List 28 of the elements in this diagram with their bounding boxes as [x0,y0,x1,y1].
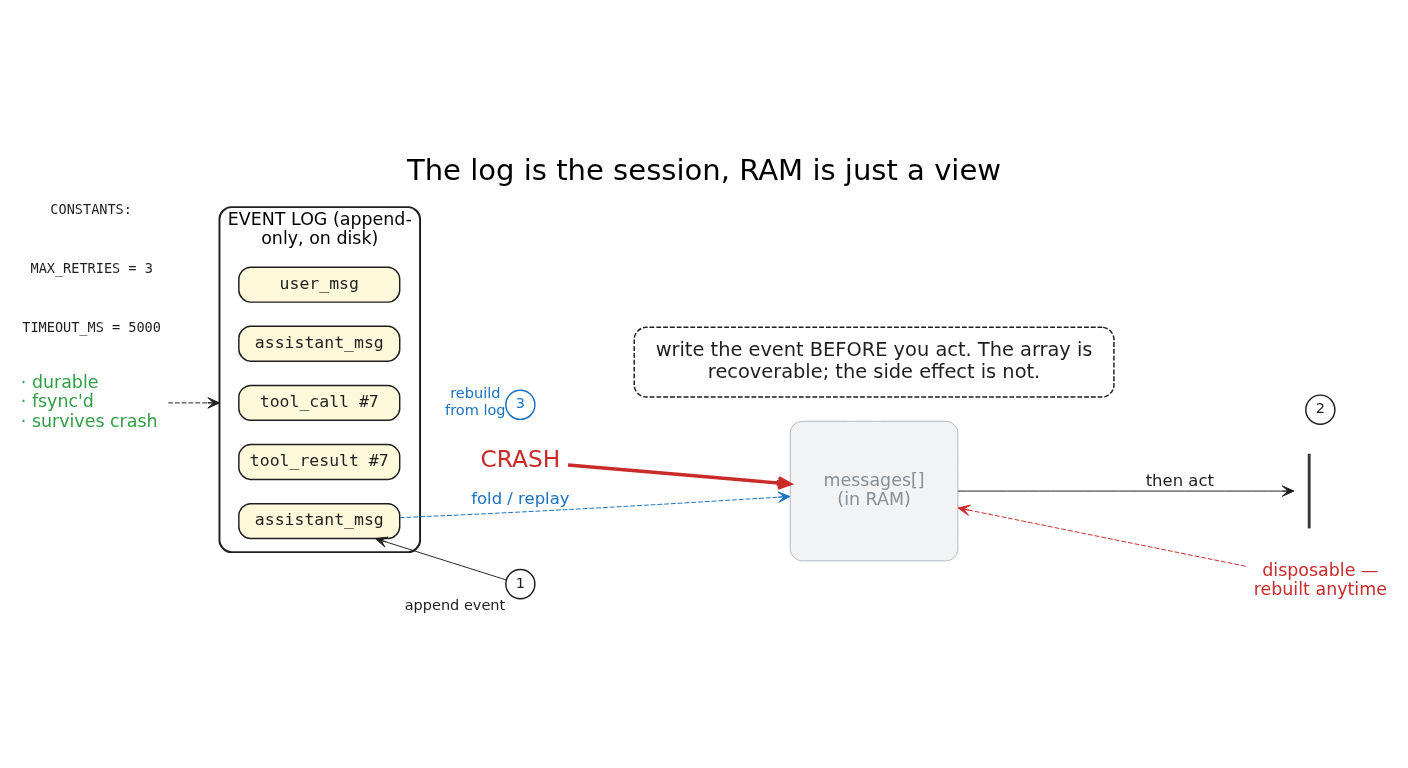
label: MAX_RETRIES = 3 [30,259,153,276]
edge-label: fold / replay [471,489,570,509]
node-circle: 1 [505,568,536,600]
arrow [374,536,507,581]
node-box: tool_call #7 [238,384,401,422]
node-text: disposable — rebuilt anytime [1253,559,1387,600]
node-label: rebuild from log [445,385,506,418]
arrow [567,463,792,490]
node-box: assistant_msg [238,325,401,362]
node-circle: 3 [505,389,536,421]
node-box: messages[] (in RAM) [789,420,959,562]
node-box: write the event BEFORE you act. The array is recoverable; the side effect is not. [633,326,1115,398]
arrow [399,491,791,519]
arrow [957,504,1247,567]
node-bracket [1307,453,1311,529]
node-box: user_msg [238,266,401,303]
diagram-title: The log is the session, RAM is just a view [406,153,1002,188]
node-label: append event [404,597,506,614]
node-box: assistant_msg [238,502,401,540]
label: TIMEOUT_MS = 5000 [22,318,161,335]
label: CONSTANTS: [50,200,132,217]
node-text: · durable · fsync'd · survives crash [20,371,158,431]
arrow [957,485,1295,497]
edge-label: then act [1145,470,1214,490]
node-text: CRASH [480,445,561,473]
node-circle: 2 [1305,394,1336,425]
node-box: tool_result #7 [238,443,401,481]
arrow [167,397,220,409]
